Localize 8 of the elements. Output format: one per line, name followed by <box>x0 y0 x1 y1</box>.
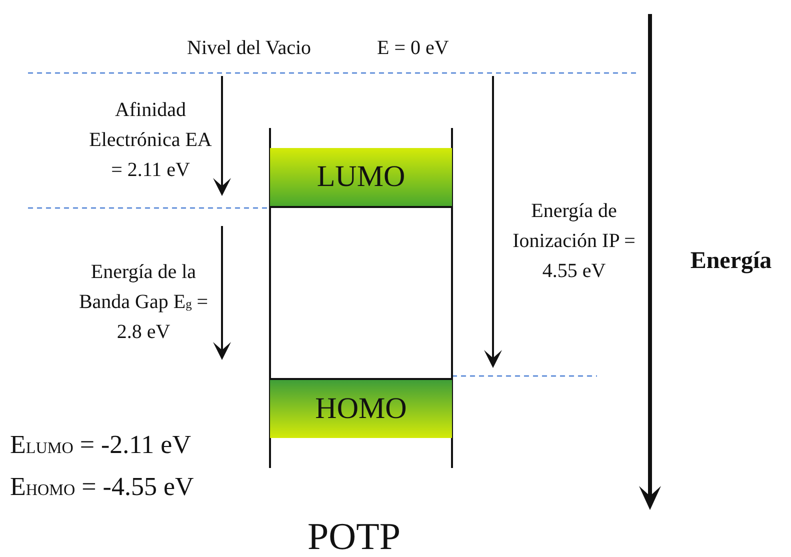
label-text: Nivel del Vacio <box>187 36 312 61</box>
label-text: Energía <box>689 247 773 276</box>
label-text: E = 0 eV <box>377 36 450 61</box>
energy-level-band: HOMO <box>270 378 452 438</box>
label-text: Energía de Ionización IP = 4.55 eV <box>512 199 636 284</box>
energy-level-band: LUMO <box>270 148 452 208</box>
caption: POTP <box>306 518 402 556</box>
label-text: Afinidad Electrónica EA = 2.11 eV <box>88 98 213 183</box>
